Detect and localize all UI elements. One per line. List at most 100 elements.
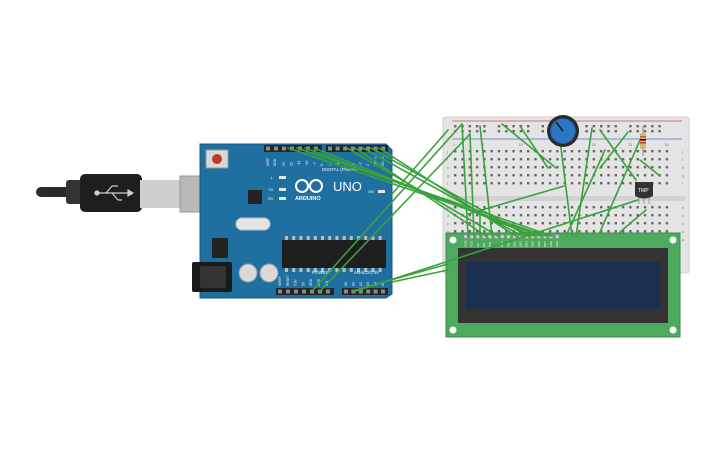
breadboard-hole[interactable] <box>629 230 632 233</box>
breadboard-hole[interactable] <box>578 182 581 185</box>
breadboard-hole[interactable] <box>578 174 581 177</box>
breadboard-hole[interactable] <box>585 130 588 133</box>
breadboard-hole[interactable] <box>614 222 617 225</box>
breadboard-hole[interactable] <box>541 130 544 133</box>
breadboard-hole[interactable] <box>556 166 559 169</box>
breadboard-hole[interactable] <box>578 230 581 233</box>
breadboard-hole[interactable] <box>621 182 625 185</box>
breadboard-hole[interactable] <box>556 222 559 225</box>
breadboard-hole[interactable] <box>629 158 632 161</box>
breadboard-hole[interactable] <box>490 158 493 161</box>
breadboard-hole[interactable] <box>651 158 654 161</box>
breadboard-hole[interactable] <box>563 150 566 153</box>
breadboard-hole[interactable] <box>468 150 471 153</box>
breadboard-hole[interactable] <box>665 222 669 225</box>
breadboard-hole[interactable] <box>548 222 552 225</box>
header-pin-hole[interactable] <box>381 289 385 294</box>
breadboard-hole[interactable] <box>614 130 617 133</box>
breadboard-hole[interactable] <box>651 125 654 128</box>
breadboard-hole[interactable] <box>600 174 603 177</box>
wire[interactable] <box>599 131 629 169</box>
breadboard-hole[interactable] <box>527 182 530 185</box>
breadboard-hole[interactable] <box>607 222 610 225</box>
breadboard-hole[interactable] <box>585 182 588 185</box>
breadboard-hole[interactable] <box>651 166 654 169</box>
breadboard-hole[interactable] <box>570 158 574 161</box>
breadboard-hole[interactable] <box>475 125 479 128</box>
breadboard-hole[interactable] <box>636 150 639 153</box>
breadboard-hole[interactable] <box>534 174 537 177</box>
breadboard-hole[interactable] <box>475 150 479 153</box>
breadboard-hole[interactable] <box>534 206 537 209</box>
header-pin-hole[interactable] <box>344 289 348 294</box>
breadboard-hole[interactable] <box>519 150 523 153</box>
breadboard-hole[interactable] <box>548 166 552 169</box>
breadboard-hole[interactable] <box>607 182 610 185</box>
breadboard-hole[interactable] <box>512 206 515 209</box>
reset-button-cap[interactable] <box>212 154 222 164</box>
header-pin-hole[interactable] <box>302 289 306 294</box>
breadboard-hole[interactable] <box>600 182 603 185</box>
breadboard-hole[interactable] <box>585 150 588 153</box>
breadboard-hole[interactable] <box>490 182 493 185</box>
breadboard-hole[interactable] <box>468 166 471 169</box>
breadboard-hole[interactable] <box>527 222 530 225</box>
breadboard-hole[interactable] <box>651 214 654 217</box>
header-pin-hole[interactable] <box>282 146 286 151</box>
breadboard-hole[interactable] <box>527 150 530 153</box>
breadboard-hole[interactable] <box>563 158 566 161</box>
breadboard-hole[interactable] <box>563 214 566 217</box>
breadboard-hole[interactable] <box>651 174 654 177</box>
breadboard-hole[interactable] <box>629 214 632 217</box>
breadboard-hole[interactable] <box>468 130 471 133</box>
breadboard-hole[interactable] <box>541 206 544 209</box>
breadboard-hole[interactable] <box>636 130 639 133</box>
breadboard-hole[interactable] <box>497 182 501 185</box>
breadboard-hole[interactable] <box>600 125 603 128</box>
breadboard-hole[interactable] <box>621 150 625 153</box>
breadboard-hole[interactable] <box>643 130 647 133</box>
breadboard-hole[interactable] <box>527 174 530 177</box>
breadboard-hole[interactable] <box>658 222 661 225</box>
breadboard-hole[interactable] <box>454 125 457 128</box>
breadboard-hole[interactable] <box>592 150 596 153</box>
breadboard-hole[interactable] <box>497 206 501 209</box>
breadboard-hole[interactable] <box>570 166 574 169</box>
breadboard-hole[interactable] <box>541 182 544 185</box>
breadboard-hole[interactable] <box>643 222 647 225</box>
breadboard-hole[interactable] <box>483 150 486 153</box>
breadboard-hole[interactable] <box>534 222 537 225</box>
breadboard-hole[interactable] <box>570 214 574 217</box>
breadboard-hole[interactable] <box>563 206 566 209</box>
breadboard-hole[interactable] <box>651 130 654 133</box>
wire[interactable] <box>639 159 661 177</box>
wires[interactable] <box>287 123 661 292</box>
breadboard-hole[interactable] <box>563 230 566 233</box>
breadboard-hole[interactable] <box>643 214 647 217</box>
breadboard-hole[interactable] <box>592 125 596 128</box>
breadboard-hole[interactable] <box>600 206 603 209</box>
breadboard-hole[interactable] <box>556 158 559 161</box>
breadboard-hole[interactable] <box>548 174 552 177</box>
breadboard-hole[interactable] <box>563 166 566 169</box>
breadboard-hole[interactable] <box>505 158 508 161</box>
header-pin-hole[interactable] <box>373 289 378 294</box>
breadboard-hole[interactable] <box>636 222 639 225</box>
breadboard-hole[interactable] <box>519 174 523 177</box>
breadboard-hole[interactable] <box>461 182 464 185</box>
header-pin-hole[interactable] <box>328 146 332 151</box>
breadboard-hole[interactable] <box>505 166 508 169</box>
header-pin-hole[interactable] <box>274 146 278 151</box>
breadboard-hole[interactable] <box>497 214 501 217</box>
breadboard-hole[interactable] <box>454 206 457 209</box>
breadboard-hole[interactable] <box>592 214 596 217</box>
breadboard-hole[interactable] <box>519 182 523 185</box>
breadboard-hole[interactable] <box>585 174 588 177</box>
wire[interactable] <box>354 147 487 237</box>
breadboard-hole[interactable] <box>454 182 457 185</box>
breadboard-hole[interactable] <box>607 166 610 169</box>
breadboard-hole[interactable] <box>629 130 632 133</box>
breadboard-hole[interactable] <box>497 158 501 161</box>
breadboard-hole[interactable] <box>519 214 523 217</box>
wire[interactable] <box>355 199 639 292</box>
